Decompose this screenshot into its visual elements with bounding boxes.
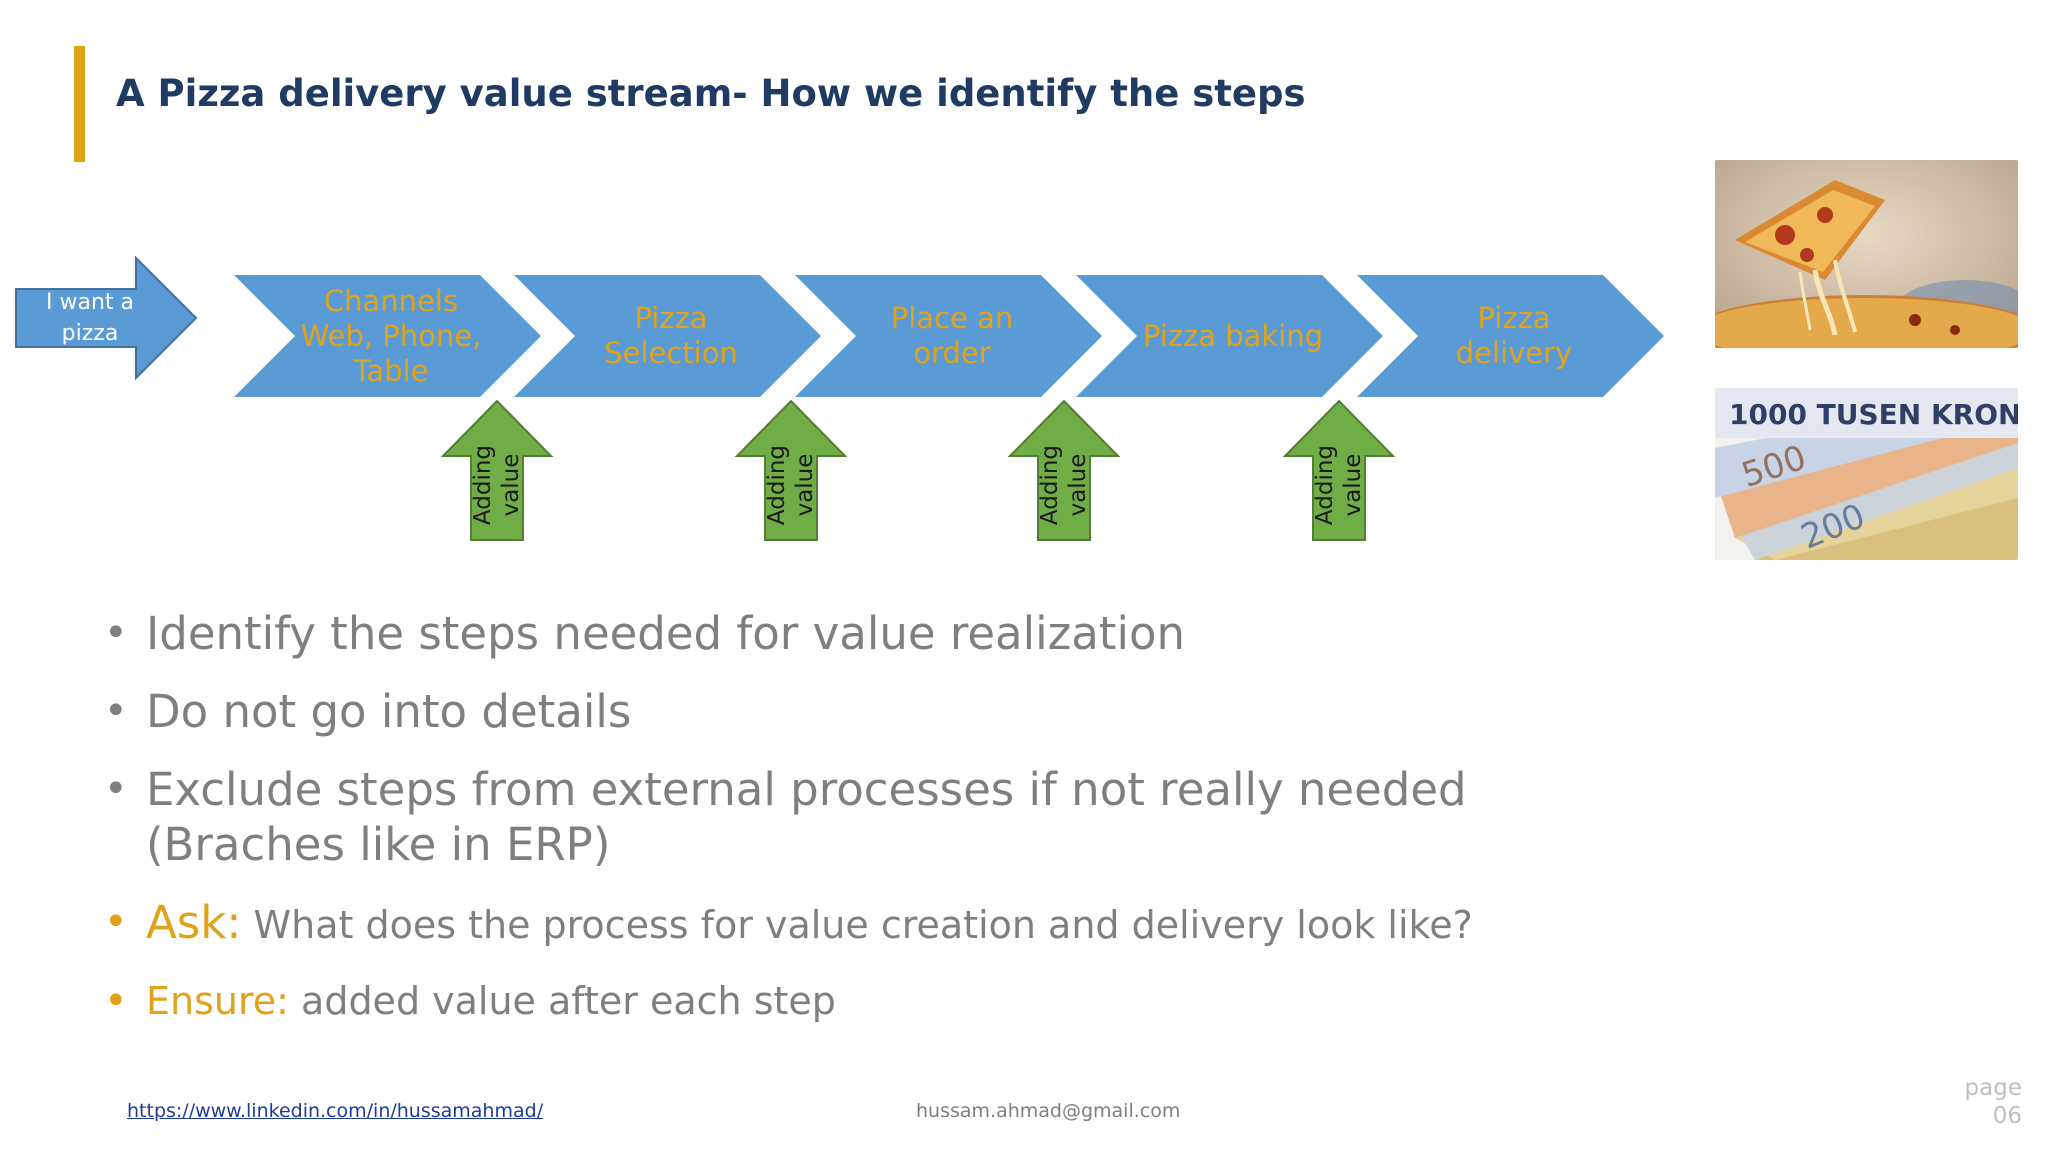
start-arrow-label: I want a pizza [46,290,134,346]
footer-email: hussam.ahmad@gmail.com [916,1100,1181,1122]
page-label: page [1964,1075,2022,1101]
value-arrow-label-2: Adding value [764,444,818,526]
value-arrow-label-1: Adding value [470,444,524,526]
value-arrow-2 [734,399,848,541]
banknotes-photo: 1000 TUSEN KRONER 500 200 [1715,388,2018,560]
step-label-4: Pizza baking [1142,318,1324,353]
bullet-key-ask: Ask: [146,896,242,949]
bullet-dot: • [104,610,128,656]
linkedin-link[interactable]: https://www.linkedin.com/in/hussamahmad/ [127,1100,544,1122]
pizza-photo [1715,160,2018,348]
value-arrow-3 [1007,399,1121,541]
value-arrow-label-4: Adding value [1312,444,1366,526]
bullet-list: • Identify the steps needed for value re… [104,606,1664,1049]
bullet-item-1: • Identify the steps needed for value re… [104,606,1664,661]
step-label-5: Pizza delivery [1455,301,1573,370]
value-arrow-label-3: Adding value [1037,444,1091,526]
bullet-text: Do not go into details [146,685,632,738]
bullet-dot: • [104,978,128,1024]
bullet-text: added value after each step [288,979,836,1023]
value-arrow-1 [440,399,554,541]
step-chevron-2 [514,275,821,397]
bullet-text: What does the process for value creation… [241,903,1473,947]
bullet-item-2: • Do not go into details [104,684,1664,739]
step-label-3: Place an order [890,301,1014,370]
banknote-text: 1000 TUSEN KRONER [1729,398,2018,431]
page-number: page 06 [1965,1074,2022,1130]
bullet-text: Identify the steps needed for value real… [146,607,1185,660]
page-number-value: 06 [1992,1103,2022,1129]
start-arrow [15,255,198,381]
step-chevron-4 [1076,275,1383,397]
step-label-2: Pizza Selection [604,301,738,370]
bullet-dot: • [104,766,128,812]
step-chevron-1 [234,275,541,397]
value-stream-diagram [15,255,1664,541]
bullet-key-ensure: Ensure: [146,979,289,1023]
value-arrow-4 [1282,399,1396,541]
bullet-text: Exclude steps from external processes if… [146,763,1467,871]
step-label-1: Channels Web, Phone, Table [300,283,482,388]
bullet-item-3: • Exclude steps from external processes … [104,762,1664,872]
bullet-dot: • [104,899,128,945]
bullet-item-ask: • Ask: What does the process for value c… [104,895,1664,953]
step-chevron-3 [795,275,1102,397]
title-accent-bar [74,46,85,162]
page-title: A Pizza delivery value stream- How we id… [116,72,1306,115]
step-chevron-5 [1357,275,1664,397]
bullet-dot: • [104,688,128,734]
bullet-item-ensure: • Ensure: added value after each step [104,976,1664,1026]
